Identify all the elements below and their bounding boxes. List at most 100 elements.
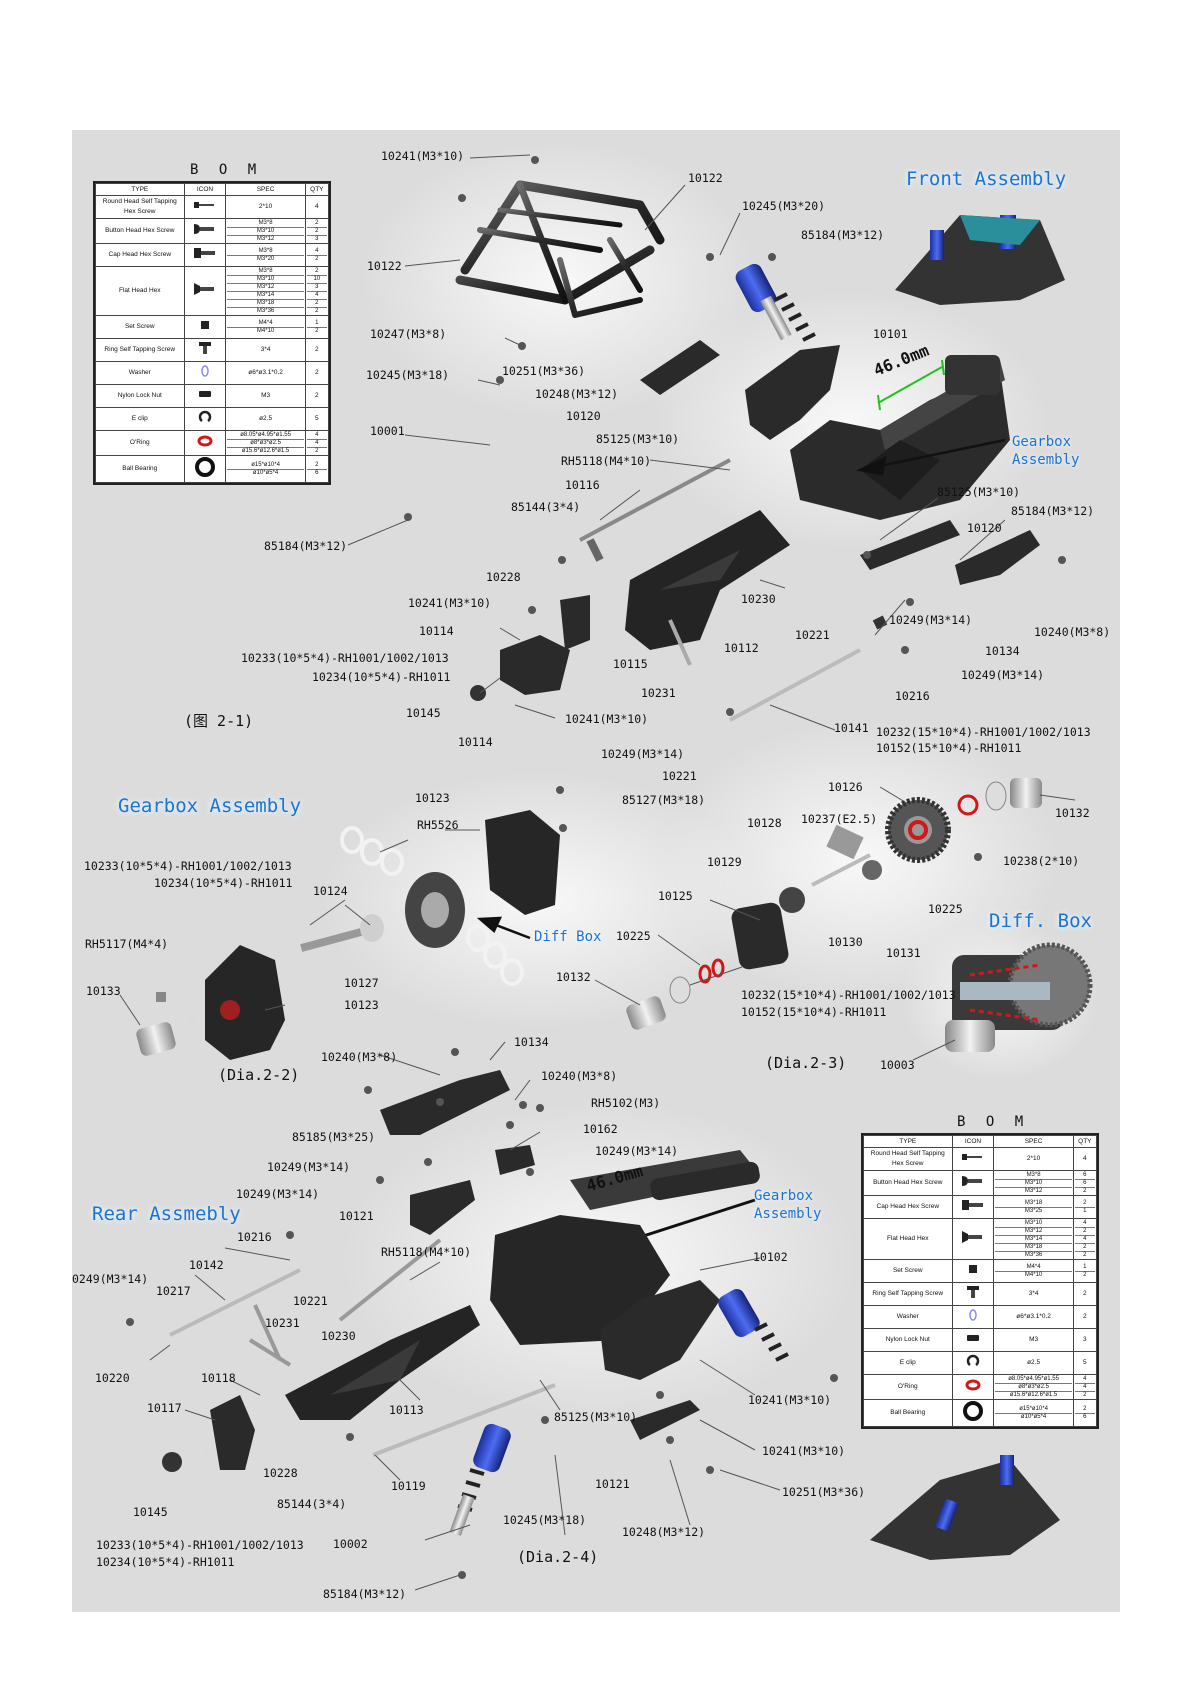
bom-spec-value: M3*20: [256, 255, 275, 262]
bom-spec-value: M3*14: [995, 1236, 1072, 1244]
part-label: 10116: [565, 478, 600, 492]
part-label: 10162: [583, 1122, 618, 1136]
bom-qty-value: 2: [315, 447, 319, 454]
bom-qty-value: 4: [1074, 1236, 1095, 1244]
bom-header-cell: SPEC: [993, 1135, 1074, 1148]
e-clip-icon: [966, 1354, 980, 1372]
part-label: 10249(M3*14): [889, 613, 973, 627]
part-label: 10225: [616, 929, 651, 943]
bom-type-cell: E clip: [863, 1351, 953, 1375]
bom-spec-value: M3*18: [995, 1200, 1072, 1208]
bom-qty-value: 6: [1074, 1180, 1095, 1188]
lock-nut-icon: [198, 389, 212, 403]
gearbox-housing-right: [485, 810, 560, 915]
part-label: 10131: [886, 946, 921, 960]
part-label: 10216: [895, 689, 930, 703]
bom-qty-value: 4: [306, 248, 327, 256]
part-label: 10249(M3*14): [267, 1160, 351, 1174]
bom-icon-cell: [951, 1399, 995, 1427]
bom-qty-value: 2: [1083, 1391, 1087, 1398]
bom-spec-value: M3*14: [227, 292, 304, 300]
bom-qty-value: 2: [306, 220, 327, 228]
part-label: 10123: [415, 791, 450, 805]
part-label: 10249(M3*14): [236, 1187, 320, 1201]
bom-header-cell: QTY: [1072, 1135, 1098, 1148]
bom-spec-cell: ø6*ø3.1*0.2: [225, 361, 306, 385]
bom-icon-cell: [183, 407, 227, 431]
bom-icon-cell: [183, 455, 227, 483]
bom-spec-value: ø15*ø10*4: [227, 462, 304, 470]
bom-qty-cell: 2: [1072, 1282, 1098, 1306]
part-label: 10248(M3*12): [535, 387, 619, 401]
figure-caption-2-4: (Dia.2-4): [517, 1548, 599, 1566]
bom-icon-cell: [183, 266, 227, 316]
gearbox-callout-rear: Gearbox Assembly: [754, 1187, 821, 1223]
bom-spec-value: ø15*ø10*4: [995, 1406, 1072, 1414]
part-label: 10121: [339, 1209, 374, 1223]
gearbox-callout-rear-line1: Gearbox: [754, 1188, 814, 1204]
bom-spec-value: M4*4: [227, 320, 304, 328]
flat-screw-icon: [962, 1231, 984, 1247]
bom-spec-cell: M3: [225, 384, 306, 408]
bom-spec-value: 2*10: [258, 203, 273, 210]
bom-type-cell: Round Head Self Tapping Hex Screw: [95, 195, 185, 219]
part-label: 10228: [486, 570, 521, 584]
part-label: 85144(3*4): [511, 500, 581, 514]
bom-header-cell: TYPE: [95, 183, 185, 196]
bom-qty-value: 2: [1083, 1251, 1087, 1258]
part-label: 10249(M3*14): [595, 1144, 679, 1158]
bom-spec-value: 2*10: [1026, 1155, 1041, 1162]
bom-qty-value: 6: [1083, 1413, 1087, 1420]
part-label: 10241(M3*10): [381, 149, 465, 163]
bom-qty-value: 4: [1074, 1376, 1095, 1384]
part-label: 10237(E2.5): [801, 812, 878, 826]
gearbox-callout-arrow-front: [855, 438, 1006, 476]
part-label: 10127: [344, 976, 379, 990]
set-screw-icon: [200, 320, 210, 334]
bom-header-cell: SPEC: [225, 183, 306, 196]
bom-qty-value: 1: [1083, 1207, 1087, 1214]
part-label: 10241(M3*10): [408, 596, 492, 610]
leader-lines: [119, 154, 1076, 1591]
bom-icon-cell: [183, 243, 227, 267]
part-label: 10247(M3*8): [370, 327, 447, 341]
part-label: 10134: [514, 1035, 549, 1049]
bom-spec-cell: 3*4: [993, 1282, 1074, 1306]
front-driveshaft: [579, 458, 731, 562]
bom-qty-value: 3: [1083, 1336, 1087, 1343]
bom-spec-value: M3*10: [995, 1220, 1072, 1228]
bearing-icon: [194, 456, 216, 482]
bom-type-cell: Nylon Lock Nut: [863, 1328, 953, 1352]
part-label: 10130: [828, 935, 863, 949]
set-screw-icon: [968, 1264, 978, 1278]
bom-spec-value: ø8.05*ø4.95*ø1.55: [995, 1376, 1072, 1384]
gearbox-callout-line2: Assembly: [1012, 452, 1080, 468]
bom-spec-value: M3: [261, 392, 271, 399]
bom-spec-cell: ø6*ø3.1*0.2: [993, 1305, 1074, 1329]
diff-orings: [698, 958, 725, 984]
bom-qty-value: 2: [1074, 1228, 1095, 1236]
bom-qty-cell: 5: [304, 407, 330, 431]
part-label: 10142: [189, 1258, 224, 1272]
front-parts: [640, 340, 1040, 585]
rear-shock-left: [449, 1423, 511, 1536]
part-label: 85125(M3*10): [596, 432, 680, 446]
bom-qty-value: 4: [306, 432, 327, 440]
gearbox-callout-front: Gearbox Assembly: [1012, 433, 1079, 469]
bom-spec-cell: 2*10: [993, 1147, 1074, 1171]
bom-qty-value: 4: [1083, 1155, 1087, 1162]
flat-screw-icon: [194, 283, 216, 299]
